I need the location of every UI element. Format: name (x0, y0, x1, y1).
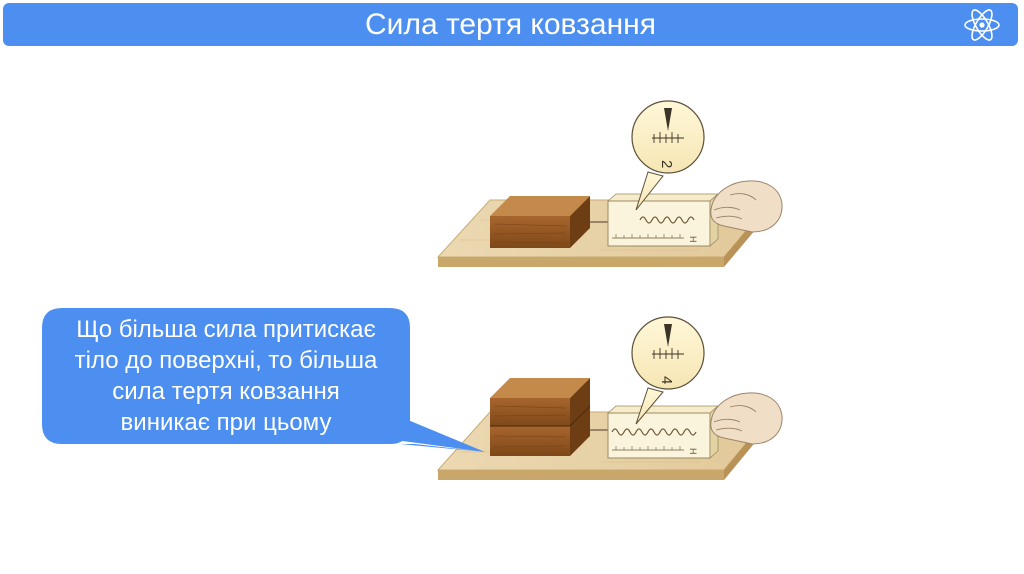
callout-line: Що більша сила притискає (75, 314, 378, 345)
callout-text: Що більша сила притискає тіло до поверхн… (42, 308, 410, 444)
callout-line: тіло до поверхні, то більша (75, 345, 378, 376)
callout-line: сила тертя ковзання (75, 376, 378, 407)
callout-line: виникає при цьому (75, 407, 378, 438)
